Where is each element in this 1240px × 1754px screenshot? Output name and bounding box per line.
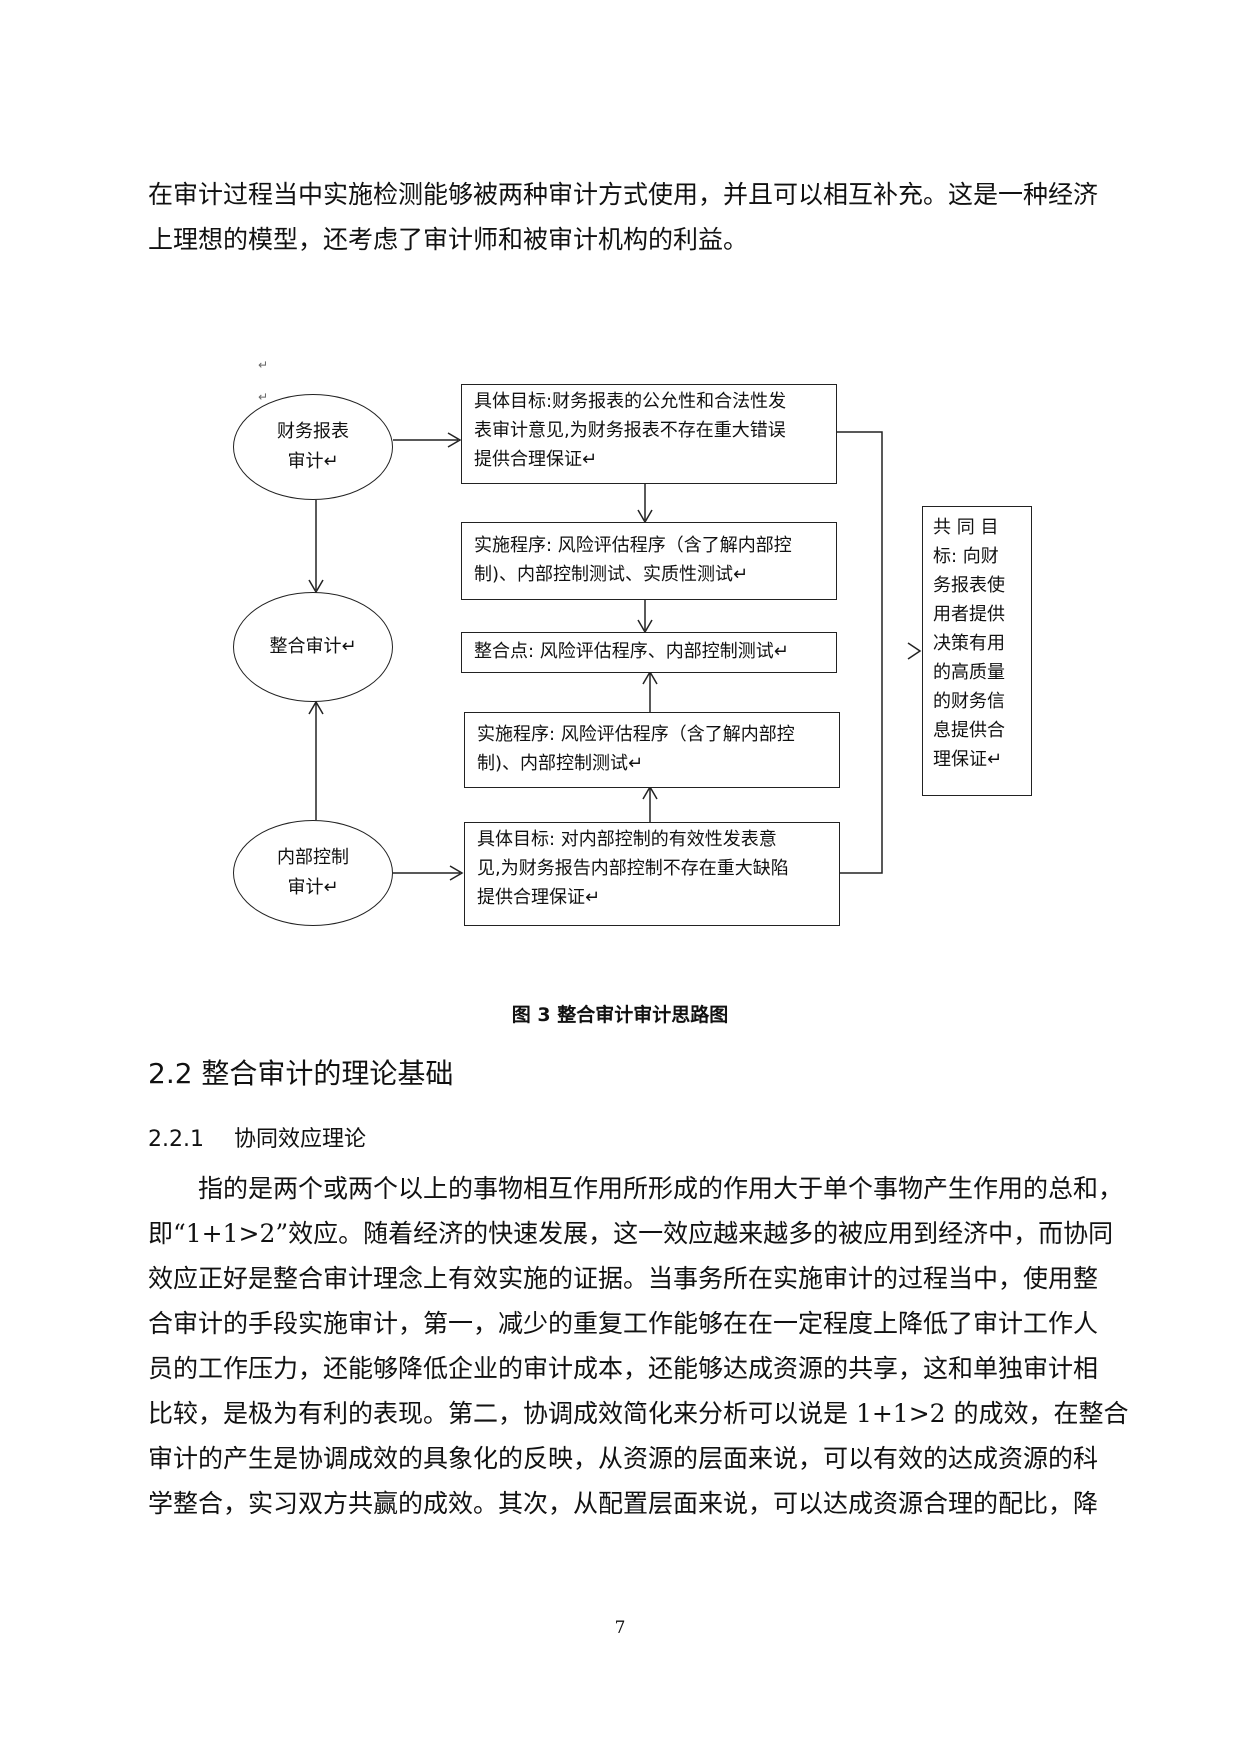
body-line: 审计的产生是协调成效的具象化的反映，从资源的层面来说，可以有效的达成资源的科 [148, 1444, 1099, 1473]
subsection-title: 协同效应理论 [234, 1127, 367, 1152]
box-common-goal: 共 同 目 标: 向财 务报表使 用者提供 决策有用 的高质量 的财务信 息提供… [922, 506, 1032, 796]
box-line: 实施程序: 风险评估程序（含了解内部控 [474, 535, 792, 556]
bracket-to-common-goal [836, 431, 883, 874]
page-number: 7 [614, 1618, 626, 1638]
box-line: 提供合理保证↵ [474, 449, 598, 470]
arrowhead [447, 432, 462, 448]
box-line: 的高质量 [933, 662, 1005, 683]
box-line: 制)、内部控制测试、实质性测试↵ [474, 564, 749, 585]
box-integration-point: 整合点: 风险评估程序、内部控制测试↵ [461, 632, 837, 673]
box-line: 务报表使 [933, 575, 1005, 596]
body-line: 员的工作压力，还能够降低企业的审计成本，还能够达成资源的共享，这和单独审计相 [148, 1354, 1099, 1383]
arrowhead [449, 865, 464, 881]
ellipse-label: 审计↵ [287, 451, 339, 472]
paragraph-mark: ↵ [258, 390, 269, 404]
ellipse-internal-control-audit: 内部控制 审计↵ [233, 820, 393, 926]
body-line: 效应正好是整合审计理念上有效实施的证据。当事务所在实施审计的过程当中，使用整 [148, 1264, 1099, 1293]
box-line: 息提供合 [933, 720, 1005, 741]
box-line: 用者提供 [933, 604, 1005, 625]
box-line: 共 同 目 [933, 517, 999, 538]
box-line: 整合点: 风险评估程序、内部控制测试↵ [474, 641, 789, 662]
ellipse-label: 整合审计↵ [269, 636, 357, 657]
ellipse-label: 内部控制 [277, 847, 349, 868]
box-line: 的财务信 [933, 691, 1005, 712]
box-line: 见,为财务报告内部控制不存在重大缺陷 [477, 858, 789, 879]
ellipse-financial-audit: 财务报表 审计↵ [233, 394, 393, 500]
box-line: 表审计意见,为财务报表不存在重大错误 [474, 420, 786, 441]
box-line: 理保证↵ [933, 749, 1003, 770]
ellipse-label: 财务报表 [277, 421, 349, 442]
body-paragraph: 指的是两个或两个以上的事物相互作用所形成的作用大于单个事物产生作用的总和， 即“… [148, 1166, 1129, 1526]
box-line: 决策有用 [933, 633, 1005, 654]
box-line: 实施程序: 风险评估程序（含了解内部控 [477, 724, 795, 745]
arrowhead [907, 642, 922, 660]
subsection-heading: 2.2.1 协同效应理论 [148, 1124, 366, 1156]
subsection-number: 2.2.1 [148, 1127, 204, 1152]
box-ic-procedure: 实施程序: 风险评估程序（含了解内部控 制)、内部控制测试↵ [464, 712, 840, 788]
arrowhead [308, 700, 324, 715]
intro-paragraph: 在审计过程当中实施检测能够被两种审计方式使用，并且可以相互补充。这是一种经济 上… [148, 172, 1118, 262]
body-line: 即“1+1>2”效应。随着经济的快速发展，这一效应越来越多的被应用到经济中，而协… [148, 1219, 1114, 1248]
box-line: 制)、内部控制测试↵ [477, 753, 644, 774]
intro-line: 在审计过程当中实施检测能够被两种审计方式使用，并且可以相互补充。这是一种经济 [148, 180, 1099, 209]
box-financial-procedure: 实施程序: 风险评估程序（含了解内部控 制)、内部控制测试、实质性测试↵ [461, 522, 837, 600]
paragraph-mark: ↵ [258, 358, 269, 372]
box-line: 标: 向财 [933, 546, 999, 567]
box-line: 具体目标:财务报表的公允性和合法性发 [474, 391, 787, 412]
intro-line: 上理想的模型，还考虑了审计师和被审计机构的利益。 [148, 225, 749, 254]
box-financial-goal: 具体目标:财务报表的公允性和合法性发 表审计意见,为财务报表不存在重大错误 提供… [461, 384, 837, 484]
box-ic-goal: 具体目标: 对内部控制的有效性发表意 见,为财务报告内部控制不存在重大缺陷 提供… [464, 822, 840, 926]
ellipse-label: 审计↵ [287, 877, 339, 898]
box-line: 提供合理保证↵ [477, 887, 601, 908]
body-line: 比较，是极为有利的表现。第二，协调成效简化来分析可以说是 1+1>2 的成效，在… [148, 1399, 1129, 1428]
body-line: 学整合，实习双方共赢的成效。其次，从配置层面来说，可以达成资源合理的配比，降 [148, 1489, 1099, 1518]
body-line: 合审计的手段实施审计，第一，减少的重复工作能够在在一定程度上降低了审计工作人 [148, 1309, 1099, 1338]
section-heading: 2.2 整合审计的理论基础 [148, 1057, 454, 1090]
box-line: 具体目标: 对内部控制的有效性发表意 [477, 829, 777, 850]
ellipse-integrated-audit: 整合审计↵ [233, 592, 393, 702]
figure-caption: 图 3 整合审计审计思路图 [511, 1004, 729, 1026]
body-line: 指的是两个或两个以上的事物相互作用所形成的作用大于单个事物产生作用的总和， [198, 1174, 1124, 1203]
